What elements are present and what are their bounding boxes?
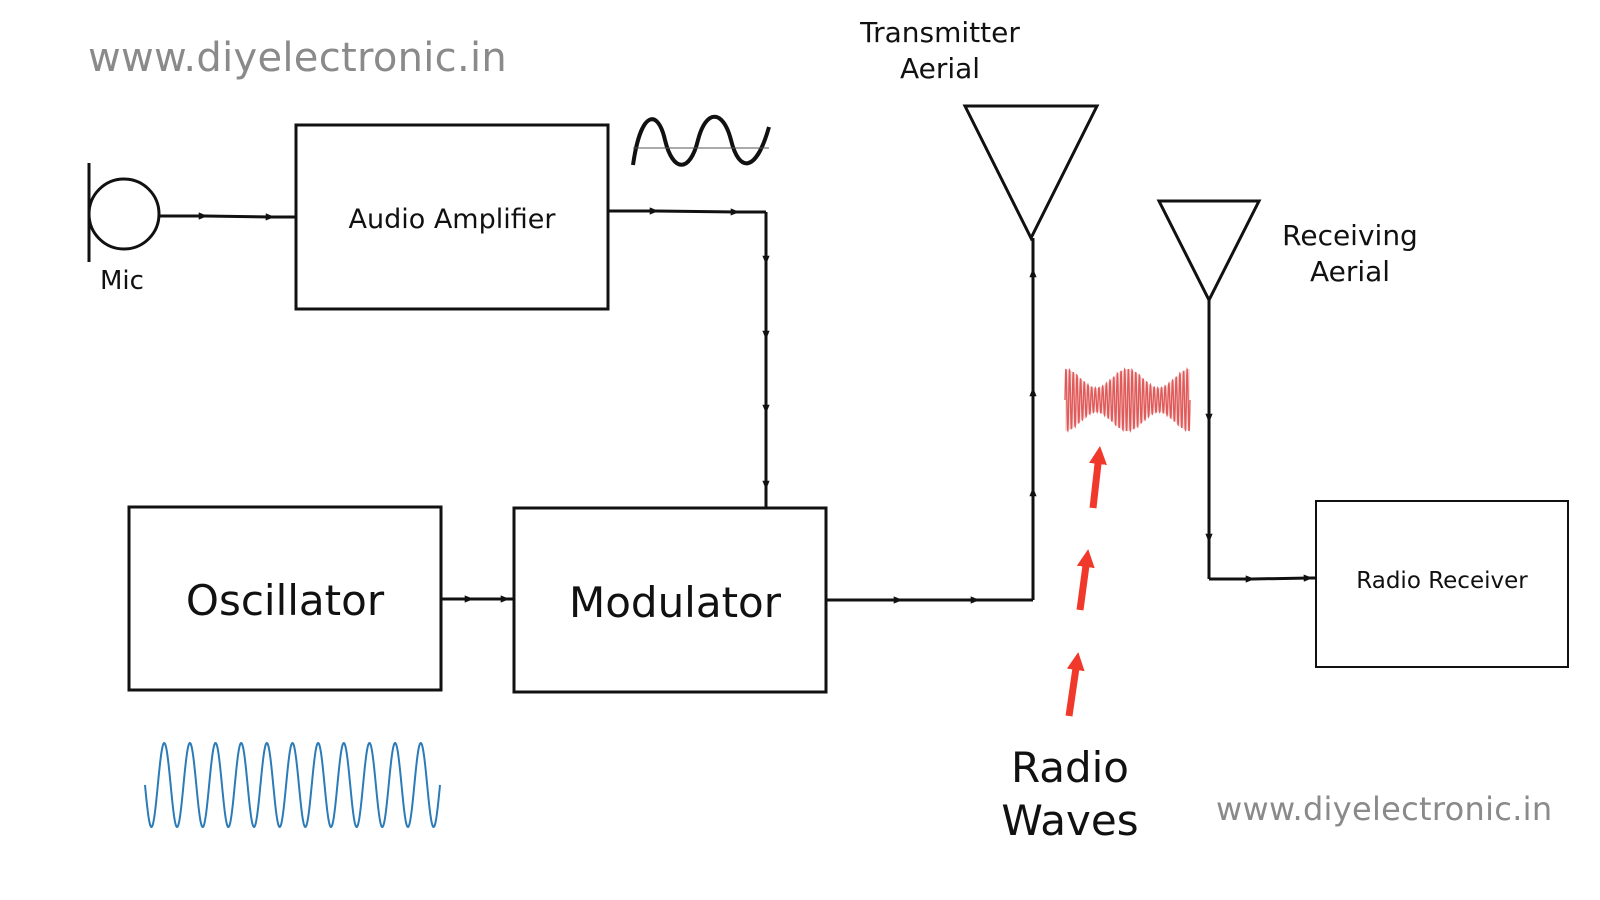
amplifier-to-modulator-line	[608, 207, 770, 508]
receiving-aerial-label: Receiving Aerial	[1282, 219, 1418, 288]
radio-wave-arrow	[1089, 446, 1107, 509]
watermark-top: www.diyelectronic.in	[88, 35, 508, 81]
audio-signal-wave	[631, 114, 771, 167]
oscillator-label: Oscillator	[185, 576, 385, 625]
radio-waves-label: Radio Waves	[1001, 743, 1139, 845]
mic-label: Mic	[100, 266, 144, 296]
radio-receiver-label: Radio Receiver	[1356, 568, 1528, 594]
radio-wave-arrow	[1076, 549, 1095, 611]
audio-amplifier-label: Audio Amplifier	[348, 204, 556, 235]
carrier-wave	[144, 741, 441, 829]
watermark-bottom: www.diyelectronic.in	[1216, 790, 1553, 828]
radio-wave-arrow	[1065, 652, 1085, 717]
transmitter-antenna-icon	[962, 104, 1100, 242]
microphone-icon	[87, 163, 161, 262]
mic-to-amplifier-line	[159, 212, 296, 221]
modulator-to-aerial-line	[826, 238, 1037, 604]
transmitter-aerial-label: Transmitter Aerial	[860, 16, 1020, 85]
receiving-antenna-icon	[1156, 199, 1262, 304]
radio-receiver-block	[1315, 500, 1569, 668]
modulator-label: Modulator	[568, 578, 782, 627]
aerial-to-receiver-line	[1205, 300, 1316, 583]
radio-wave-arrows	[1065, 446, 1107, 717]
modulated-wave	[1064, 367, 1191, 433]
